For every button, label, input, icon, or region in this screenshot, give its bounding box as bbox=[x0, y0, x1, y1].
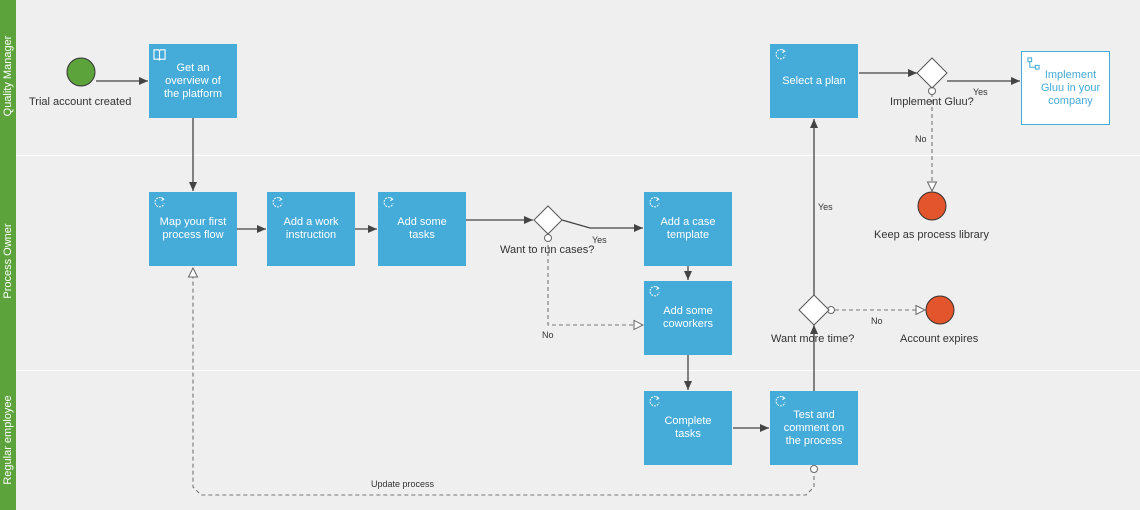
flow-label-yes: Yes bbox=[592, 235, 607, 245]
end-event-library[interactable] bbox=[917, 191, 947, 221]
task-work-instruction[interactable]: Add a work instruction bbox=[267, 192, 355, 266]
task-label: Add a case template bbox=[660, 216, 716, 241]
gateway-implement[interactable] bbox=[916, 57, 948, 89]
flow-label-no: No bbox=[871, 316, 883, 326]
lane-separator bbox=[16, 155, 1140, 156]
task-overview[interactable]: Get an overview of the platform bbox=[149, 44, 237, 118]
loop-icon bbox=[649, 196, 660, 208]
task-label: Implement Gluu in your company bbox=[1040, 68, 1101, 107]
loop-icon bbox=[272, 196, 283, 208]
flow-origin-marker bbox=[810, 465, 818, 473]
lane-quality-manager: Quality Manager bbox=[0, 0, 1140, 155]
task-case-template[interactable]: Add a case template bbox=[644, 192, 732, 266]
start-event-label: Trial account created bbox=[29, 96, 132, 108]
task-label: Add some coworkers bbox=[662, 305, 714, 330]
flow-label-yes: Yes bbox=[973, 87, 988, 97]
start-event[interactable] bbox=[66, 57, 96, 87]
flow-label-no: No bbox=[542, 330, 554, 340]
task-implement-gluu[interactable]: Implement Gluu in your company bbox=[1021, 51, 1110, 125]
subprocess-icon bbox=[1027, 57, 1040, 70]
flow-gateway-no-to-coworkers bbox=[547, 238, 643, 325]
task-test-comment[interactable]: Test and comment on the process bbox=[770, 391, 858, 465]
task-coworkers[interactable]: Add some coworkers bbox=[644, 281, 732, 355]
loop-icon bbox=[775, 48, 786, 60]
lane-header-quality-manager bbox=[0, 0, 16, 155]
task-label: Test and comment on the process bbox=[783, 408, 845, 447]
task-label: Get an overview of the platform bbox=[163, 61, 223, 100]
lane-process-owner: Process Owner bbox=[0, 155, 1140, 370]
loop-icon bbox=[154, 196, 165, 208]
flow-label-update-process: Update process bbox=[371, 479, 435, 489]
lane-header-process-owner bbox=[0, 155, 16, 370]
lane-regular-employee: Regular employee bbox=[0, 370, 1140, 510]
end-event-expires-label: Account expires bbox=[900, 333, 979, 345]
task-map-flow[interactable]: Map your first process flow bbox=[149, 192, 237, 266]
loop-icon bbox=[775, 395, 786, 407]
gateway-more-time[interactable] bbox=[798, 294, 830, 326]
task-select-plan[interactable]: Select a plan bbox=[770, 44, 858, 118]
task-label: Map your first process flow bbox=[159, 216, 227, 241]
book-icon bbox=[153, 49, 166, 61]
flow-gateway-yes-to-template bbox=[561, 219, 643, 232]
task-label: Select a plan bbox=[782, 74, 846, 87]
task-add-tasks[interactable]: Add some tasks bbox=[378, 192, 466, 266]
flow-label-yes: Yes bbox=[818, 202, 833, 212]
gateway-more-time-label: Want more time? bbox=[771, 333, 855, 345]
lane-separator bbox=[16, 370, 1140, 371]
task-label: Complete tasks bbox=[664, 415, 712, 440]
loop-icon bbox=[649, 395, 660, 407]
end-event-expires[interactable] bbox=[925, 295, 955, 325]
flow-label-no: No bbox=[915, 134, 927, 144]
task-label: Add some tasks bbox=[397, 216, 447, 241]
task-complete-tasks[interactable]: Complete tasks bbox=[644, 391, 732, 465]
gateway-run-cases-label: Want to run cases? bbox=[500, 244, 595, 256]
flow-update-process bbox=[193, 268, 815, 496]
lane-header-regular-employee bbox=[0, 370, 16, 510]
loop-icon bbox=[649, 285, 660, 297]
end-event-library-label: Keep as process library bbox=[874, 229, 989, 241]
task-label: Add a work instruction bbox=[283, 216, 339, 241]
gateway-implement-label: Implement Gluu? bbox=[890, 96, 974, 108]
gateway-run-cases[interactable] bbox=[533, 205, 563, 235]
loop-icon bbox=[383, 196, 394, 208]
flow-origin-marker bbox=[544, 234, 552, 242]
